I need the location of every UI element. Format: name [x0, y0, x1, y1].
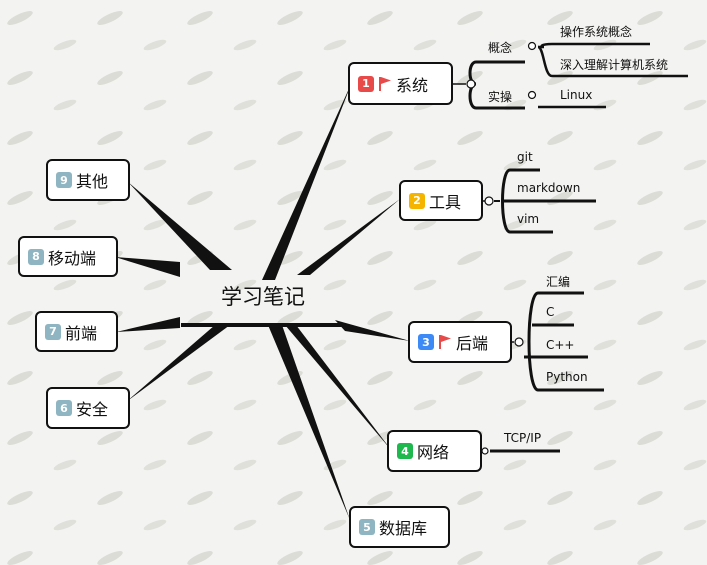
main-branches: [115, 82, 410, 520]
topic-label: 安全: [76, 400, 109, 419]
topic-backend[interactable]: 3 后端: [408, 321, 512, 363]
root-title: 学习笔记: [221, 285, 305, 309]
branch-line-backend: [335, 320, 410, 341]
leaf-csapp[interactable]: 深入理解计算机系统: [560, 58, 669, 72]
priority-4-badge: 4: [397, 443, 413, 459]
topic-system[interactable]: 1 系统: [348, 62, 453, 105]
topic-database[interactable]: 5 数据库: [349, 506, 450, 548]
root-topic[interactable]: 学习笔记: [181, 270, 345, 322]
concept-collapse-toggle[interactable]: [527, 41, 537, 51]
branch-line-network: [285, 325, 392, 451]
topic-label: 其他: [76, 172, 109, 191]
topic-other[interactable]: 9 其他: [46, 159, 130, 201]
branch-line-system: [262, 82, 352, 280]
topic-label: 系统: [396, 75, 429, 95]
leaf-python[interactable]: Python: [546, 370, 588, 384]
topic-label: 数据库: [379, 519, 428, 538]
priority-7-badge: 7: [45, 323, 61, 340]
tools-subtree-lines: [483, 168, 596, 234]
leaf-git[interactable]: git: [517, 150, 533, 164]
leaf-tcpip[interactable]: TCP/IP: [504, 431, 542, 445]
branch-line-security: [126, 325, 230, 402]
priority-1-badge: 1: [358, 75, 374, 92]
topic-label: 移动端: [48, 248, 97, 268]
leaf-cpp[interactable]: C++: [546, 338, 575, 352]
group-label-practice[interactable]: 实操: [488, 90, 513, 104]
practice-collapse-toggle[interactable]: [527, 90, 537, 100]
topic-frontend[interactable]: 7 前端: [35, 311, 118, 352]
leaf-markdown[interactable]: markdown: [517, 181, 581, 195]
branch-line-tools: [297, 199, 400, 275]
priority-3-badge: 3: [418, 334, 434, 350]
topic-mobile[interactable]: 8 移动端: [18, 236, 118, 277]
branch-line-database: [268, 325, 350, 520]
priority-5-badge: 5: [359, 519, 375, 535]
topic-label: 工具: [429, 192, 462, 212]
topic-label: 后端: [456, 334, 489, 353]
tools-collapse-toggle[interactable]: [484, 196, 494, 206]
branch-line-other: [128, 182, 232, 270]
topic-security[interactable]: 6 安全: [46, 387, 130, 429]
topic-label: 前端: [65, 323, 98, 343]
leaf-linux[interactable]: Linux: [560, 88, 593, 102]
red-flag-icon: [439, 335, 451, 349]
topic-network[interactable]: 4 网络: [387, 430, 482, 472]
network-collapse-toggle[interactable]: [481, 447, 489, 455]
leaf-os-concepts[interactable]: 操作系统概念: [560, 25, 633, 39]
leaf-vim[interactable]: vim: [517, 212, 540, 226]
red-flag-icon: [379, 76, 391, 91]
topic-label: 网络: [417, 443, 450, 462]
priority-6-badge: 6: [56, 400, 72, 416]
system-subtree-lines: [453, 42, 688, 110]
priority-8-badge: 8: [28, 248, 44, 265]
branch-line-mobile: [115, 257, 180, 277]
backend-subtree-lines: [512, 291, 604, 392]
root-underline: [181, 323, 345, 327]
backend-collapse-toggle[interactable]: [514, 337, 524, 347]
priority-2-badge: 2: [409, 192, 425, 209]
group-label-concept[interactable]: 概念: [488, 41, 513, 55]
leaf-c[interactable]: C: [546, 305, 555, 319]
priority-9-badge: 9: [56, 172, 72, 188]
topic-tools[interactable]: 2 工具: [399, 180, 483, 221]
branch-line-frontend: [116, 317, 180, 332]
system-collapse-toggle[interactable]: [466, 79, 476, 89]
leaf-assembly[interactable]: 汇编: [546, 275, 571, 289]
